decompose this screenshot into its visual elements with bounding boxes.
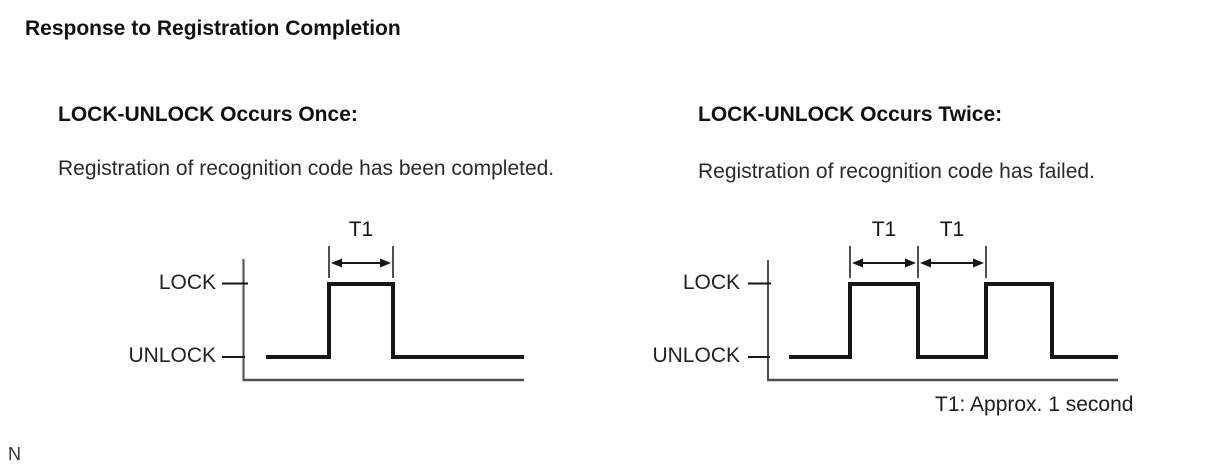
right-panel-heading: LOCK-UNLOCK Occurs Twice:: [698, 103, 1003, 126]
right-t1-duration-label-1: T1: [871, 218, 897, 241]
left-waveform: [266, 282, 524, 359]
right-t1-dimension-arrow-1-head-left: [852, 258, 863, 268]
left-t1-dimension-arrow-head-left: [331, 258, 342, 268]
right-lock-axis-label: LOCK: [682, 271, 740, 294]
right-t1-dimension-arrow-2-head-left: [920, 258, 931, 268]
left-lock-axis-label: LOCK: [158, 271, 216, 294]
left-unlock-axis-label: UNLOCK: [128, 344, 216, 367]
left-panel-description: Registration of recognition code has bee…: [58, 157, 555, 180]
right-waveform: [789, 282, 1118, 359]
right-panel-description: Registration of recognition code has fai…: [698, 160, 1095, 183]
right-t1-dimension-arrow-2-head-right: [973, 258, 984, 268]
right-t1-duration-label-2: T1: [939, 218, 965, 241]
left-t1-dimension-arrow-head-right: [380, 258, 391, 268]
page-title: Response to Registration Completion: [25, 17, 401, 40]
footer-page-marker: N: [8, 444, 21, 464]
right-unlock-axis-label: UNLOCK: [652, 344, 740, 367]
left-panel-heading: LOCK-UNLOCK Occurs Once:: [58, 103, 358, 126]
right-t1-dimension-arrow-1-head-right: [905, 258, 916, 268]
t1-definition-note: T1: Approx. 1 second: [935, 393, 1134, 416]
left-t1-duration-label: T1: [348, 218, 374, 241]
